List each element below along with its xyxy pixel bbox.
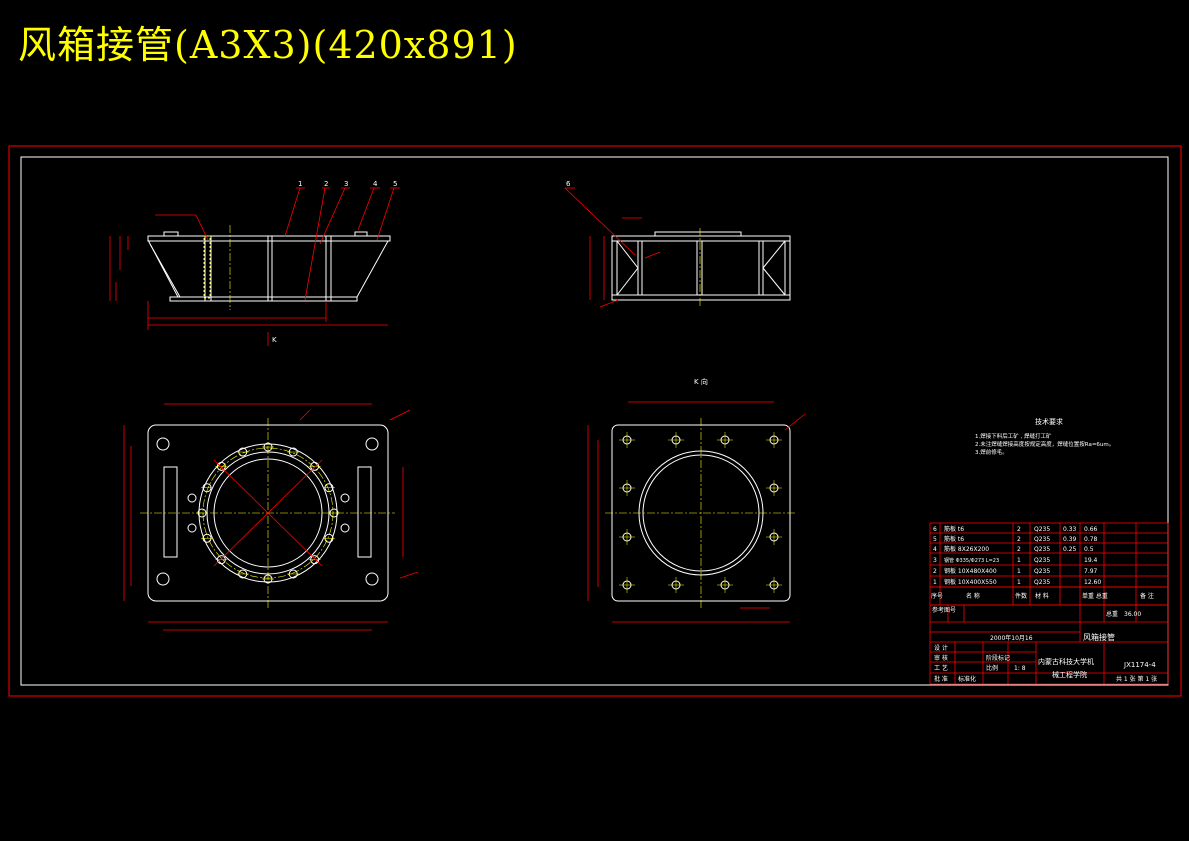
bom-no-2: 2: [933, 568, 937, 575]
balloon-3: 3: [344, 180, 348, 188]
school-line-1: 内蒙古科技大学机: [1038, 657, 1094, 666]
bom-name-5: 筋板 t6: [944, 535, 964, 543]
bom-uw-5: 0.39: [1063, 536, 1077, 543]
bom-header-qty: 件数: [1015, 592, 1027, 600]
plan-view-diagonals: [123, 403, 419, 631]
balloon-2: 2: [324, 180, 328, 188]
bom-tw-5: 0.78: [1084, 536, 1098, 543]
weight-label: 总重: [1106, 610, 1118, 618]
k-view-centerlines: [605, 418, 797, 608]
bom-mat-6: Q235: [1034, 526, 1050, 533]
technical-requirements: 技术要求 1.焊接下料后工矿 , 焊缝打工矿 2.未注焊缝焊接高度按规定高度，焊…: [975, 417, 1114, 456]
standardization: 标准化: [958, 675, 976, 683]
bom-uw-6: 0.33: [1063, 526, 1077, 533]
tech-req-title: 技术要求: [1035, 417, 1063, 426]
bom-mat-5: Q235: [1034, 536, 1050, 543]
inner-border: [20, 156, 1169, 686]
school-line-2: 械工程学院: [1052, 670, 1087, 679]
side-view-dims: [564, 187, 661, 308]
sheet-count: 共 1 张 第 1 张: [1116, 675, 1157, 683]
ref-drawing-label: 参考图号: [932, 606, 956, 614]
bom-rows: 6 筋板 t6 2 Q235 0.33 0.66 5 筋板 t6 2 Q235 …: [931, 525, 1154, 600]
bom-mat-2: Q235: [1034, 568, 1050, 575]
weld-hatch: [203, 235, 211, 299]
role-approve: 批 准: [934, 675, 948, 683]
balloon-6: 6: [566, 180, 571, 188]
role-process: 工 艺: [934, 664, 948, 672]
bom-qty-1: 1: [1017, 579, 1021, 586]
bom-qty-2: 1: [1017, 568, 1021, 575]
bom-qty-6: 2: [1017, 526, 1021, 533]
balloon-1: 1: [298, 180, 302, 188]
bom-header-remark: 备 注: [1140, 592, 1154, 600]
bom-uw-4: 0.25: [1063, 546, 1077, 553]
bom-no-6: 6: [933, 526, 937, 533]
k-view-dims: [587, 401, 806, 623]
balloon-5: 5: [393, 180, 397, 188]
drawing-title: 风箱接管(A3X3)(420x891): [18, 23, 518, 67]
bom-tw-2: 7.97: [1084, 568, 1098, 575]
tech-req-item-2: 2.未注焊缝焊接高度按规定高度，焊缝位置按Ra=6um。: [975, 440, 1114, 448]
k-view-holes: [619, 432, 782, 593]
bom-qty-5: 2: [1017, 536, 1021, 543]
title-block: [929, 604, 1169, 685]
bom-no-4: 4: [933, 546, 937, 553]
part-name: 风箱接管: [1083, 632, 1115, 642]
bom-name-1: 钢板 10X400X550: [944, 578, 997, 586]
scale-value: 1: 8: [1014, 665, 1026, 672]
bom-tw-4: 0.5: [1084, 546, 1094, 553]
bom-header-name: 名 称: [966, 592, 980, 600]
side-view: [611, 231, 791, 301]
stage-label: 阶段标记: [986, 654, 1010, 662]
front-view-dims: [109, 187, 400, 346]
bom-header-material: 材 料: [1035, 592, 1049, 600]
bom-name-3: 钢管 Φ335/Φ273 L=23: [944, 557, 999, 564]
balloon-4: 4: [373, 180, 378, 188]
front-view: [147, 231, 391, 302]
scale-label: 比例: [986, 664, 998, 672]
bom-tw-6: 0.66: [1084, 526, 1098, 533]
bom-tw-3: 19.4: [1084, 557, 1098, 564]
bom-name-6: 筋板 t6: [944, 525, 964, 533]
bom-mat-3: Q235: [1034, 557, 1050, 564]
bom-name-4: 筋板 8X26X200: [944, 545, 989, 553]
bom-header-no: 序号: [931, 592, 943, 600]
bom-qty-3: 1: [1017, 557, 1021, 564]
weight-value: 36.00: [1124, 611, 1141, 618]
bom-no-3: 3: [933, 557, 937, 564]
role-review: 审 核: [934, 654, 948, 662]
drawing-number: JX1174-4: [1123, 661, 1156, 669]
bom-header-weight: 单重 总重: [1082, 592, 1108, 600]
bom-mat-4: Q235: [1034, 546, 1050, 553]
tech-req-item-1: 1.焊接下料后工矿 , 焊缝打工矿: [975, 432, 1052, 440]
bom-name-2: 钢板 10X480X400: [944, 567, 997, 575]
outer-border: [8, 145, 1182, 697]
title-block-text: 参考图号 2000年10月16 总重 36.00 风箱接管 设 计 审 核 工 …: [932, 606, 1157, 683]
date-text: 2000年10月16: [990, 634, 1033, 642]
bom-mat-1: Q235: [1034, 579, 1050, 586]
bom-tw-1: 12.60: [1084, 579, 1101, 586]
tech-req-item-3: 3.焊前修毛。: [975, 448, 1008, 456]
view-arrow-label: K: [272, 336, 277, 344]
k-view-label: K 向: [694, 377, 708, 386]
bom-no-5: 5: [933, 536, 937, 543]
bom-no-1: 1: [933, 579, 937, 586]
role-design: 设 计: [934, 644, 948, 652]
bom-qty-4: 2: [1017, 546, 1021, 553]
